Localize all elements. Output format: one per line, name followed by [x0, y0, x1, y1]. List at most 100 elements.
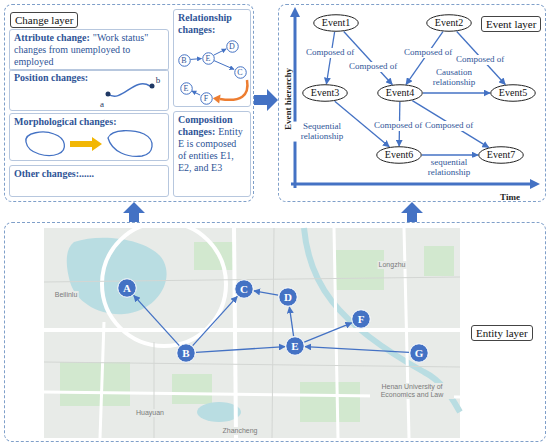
section-heading: Position changes:	[14, 72, 88, 83]
point-label: b	[156, 75, 161, 85]
position-dot	[150, 84, 155, 89]
label-anchor: a	[100, 93, 104, 111]
change-box: Relationship changes:BDECEF	[173, 9, 251, 107]
entity-letter: G	[415, 347, 424, 359]
road	[404, 228, 409, 438]
map-arrow	[196, 347, 285, 353]
outline-shape	[180, 82, 192, 94]
park	[172, 374, 212, 404]
entity-letter: D	[284, 291, 292, 303]
entity-letter: C	[240, 283, 248, 295]
event-ellipse: Event5	[490, 84, 536, 102]
event-name: Event5	[499, 87, 527, 98]
place-label: Longzhu	[378, 261, 407, 269]
outline-shape	[177, 344, 196, 363]
section-heading: Attribute change:	[14, 32, 90, 43]
outline-shape	[118, 279, 137, 298]
edge-label: Causation relationship	[425, 68, 483, 88]
park	[334, 250, 384, 290]
change-curve-arrow	[220, 80, 247, 100]
map-entity: G	[409, 343, 429, 363]
change-box: Attribute change:"Work status" changes f…	[9, 29, 169, 71]
road	[334, 228, 338, 438]
entity-circle: E	[180, 82, 193, 95]
map-entity: E	[285, 336, 305, 356]
outline-shape	[279, 288, 298, 307]
layer-arrow	[401, 202, 423, 222]
event-ellipse: Event3	[302, 84, 348, 102]
relation-arrow	[214, 49, 226, 55]
edge-label: Sequential relationship	[293, 122, 351, 142]
label-anchor: Henan University of Economics and Law	[370, 383, 454, 401]
place-label: Henan University of Economics and Law	[370, 383, 454, 399]
entity-circle: F	[200, 92, 213, 105]
outline-shape	[226, 40, 238, 52]
entity-letter: F	[358, 313, 365, 325]
edge-label: Composed of	[373, 121, 423, 131]
event-ellipse: Event1	[313, 14, 359, 32]
shape-before	[26, 132, 65, 155]
outline-shape	[491, 85, 536, 102]
edge-label: Composed of	[348, 62, 398, 72]
layer-panel: Event layerEvent1Event2Event3Event4Event…	[278, 4, 546, 202]
edge-label: Composed of	[455, 55, 505, 65]
outline-shape	[479, 147, 524, 164]
edge-label-anchor: sequential relationship	[420, 158, 478, 179]
event-ellipse: Event7	[478, 146, 524, 164]
entity-letter: C	[237, 68, 242, 77]
layer-title: Event layer	[481, 16, 541, 32]
event-ellipse: Event4	[377, 84, 423, 102]
layer-arrow	[123, 202, 145, 222]
map-entity: D	[278, 287, 298, 307]
axis-label: Time	[500, 192, 520, 202]
label-anchor: Zhancheng	[221, 419, 258, 437]
event-ellipse: Event6	[376, 146, 422, 164]
change-box: Other changes:......	[9, 165, 169, 197]
change-box: Position changes:	[9, 69, 169, 111]
edge-label-anchor: Composed of	[424, 114, 474, 132]
axis-head	[290, 7, 300, 17]
layer-panel: Change layerAttribute change:"Work statu…	[4, 4, 254, 202]
layer-panel: Entity layerABCDEFG	[4, 222, 546, 442]
connectors	[123, 31, 505, 352]
event-name: Event3	[311, 87, 339, 98]
relation-arrow	[190, 58, 201, 60]
edge-label: Composed of	[424, 121, 474, 131]
axis-line	[291, 183, 531, 186]
axis-label: Event hierarchy	[283, 68, 293, 130]
river	[304, 228, 460, 412]
edge-label-anchor: Composed of	[348, 55, 398, 73]
entity-letter: A	[123, 282, 131, 294]
map-arrow	[134, 295, 180, 345]
edge-label-anchor: Composed of	[305, 41, 355, 59]
layer-title: Change layer	[10, 12, 78, 28]
park	[300, 382, 360, 422]
entity-letter: B	[181, 56, 186, 65]
road	[234, 228, 236, 438]
outline-shape	[352, 310, 371, 329]
lake	[67, 238, 167, 314]
map-arrow	[254, 291, 278, 295]
event-arrow	[423, 92, 490, 93]
edge-label-anchor: Composed of	[403, 41, 453, 59]
outline-shape	[235, 280, 254, 299]
map-entity: F	[351, 309, 371, 329]
position-path	[108, 84, 150, 96]
event-arrow	[344, 31, 393, 84]
minor-road	[44, 362, 460, 367]
edge-label-anchor: Causation relationship	[425, 68, 483, 89]
map-arrow	[304, 323, 351, 342]
label-anchor: Huayuan	[135, 401, 165, 419]
axis-head	[530, 179, 540, 189]
entity-letter: E	[291, 340, 298, 352]
entity-circle: D	[226, 40, 239, 53]
minor-road	[272, 228, 274, 438]
edge-label: Composed of	[305, 48, 355, 58]
outline-shape	[200, 92, 212, 104]
relation-arrow	[192, 91, 200, 95]
event-name: Event4	[386, 87, 414, 98]
outline-shape	[314, 15, 359, 32]
entity-letter: B	[182, 347, 189, 359]
entity-letter: D	[229, 42, 235, 51]
map-entity: B	[176, 343, 196, 363]
